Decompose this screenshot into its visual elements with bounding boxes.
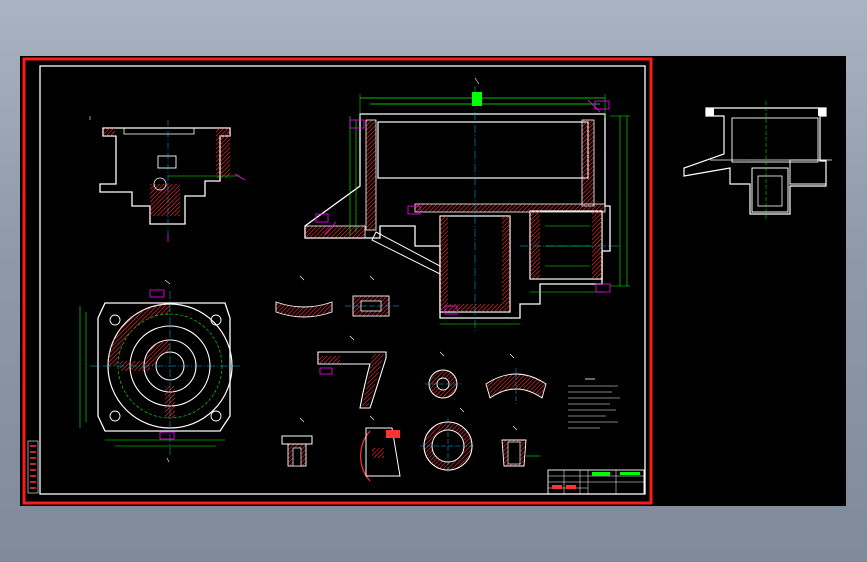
cad-drawing [22,57,832,505]
technical-notes[interactable] [568,378,620,429]
margin-strip [27,440,39,494]
detail-bracket[interactable] [317,335,387,409]
sheet-frame [22,57,653,505]
detail-flange-small[interactable] [281,417,313,467]
drawing-viewport[interactable] [20,56,846,506]
view-main-section[interactable] [304,77,630,331]
detail-large-ring[interactable] [420,407,476,474]
detail-half-disc[interactable] [360,415,401,482]
view-plan[interactable] [79,279,240,463]
detail-arc-segment[interactable] [485,353,547,404]
detail-curved-rib[interactable] [275,275,333,318]
detail-cup[interactable] [501,425,540,467]
side-preview-view[interactable] [683,101,832,221]
sheet-border [39,65,646,495]
title-block[interactable] [547,469,645,495]
detail-section-box[interactable] [345,275,400,317]
detail-small-ring[interactable] [425,351,461,399]
view-top-left[interactable] [89,116,246,242]
